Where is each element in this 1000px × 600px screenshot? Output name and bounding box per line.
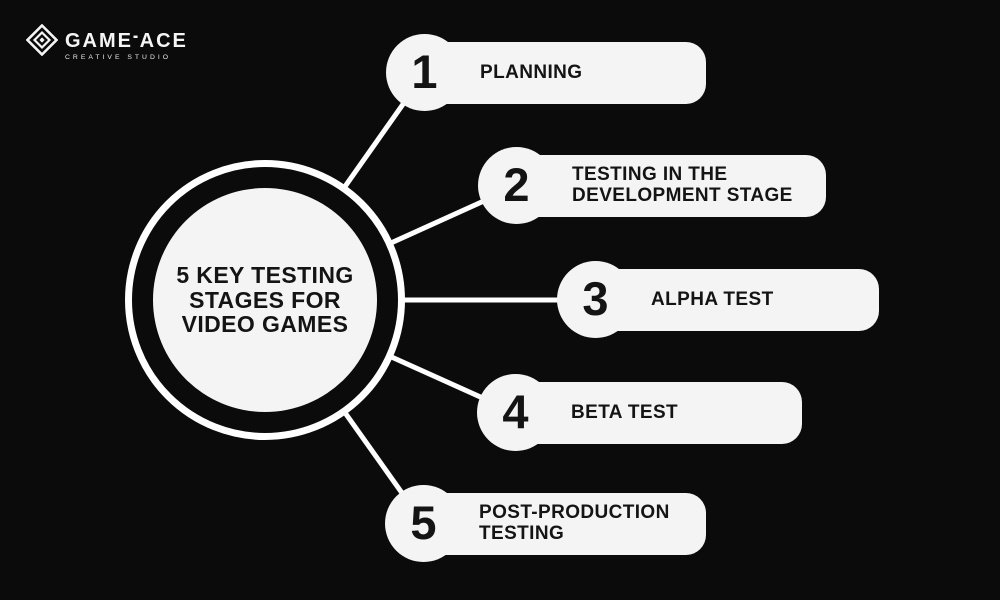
stage-number-circle: 2 [478,147,555,224]
logo-text-block: GAME-ACE CREATIVE STUDIO [65,24,188,61]
stage-number: 5 [410,496,437,549]
stage-label: ALPHA TEST [651,288,774,310]
logo: GAME-ACE CREATIVE STUDIO [26,24,188,61]
hub-inner-circle [153,188,377,412]
stage-bar [587,269,879,331]
stage-label: TESTING IN THE DEVELOPMENT STAGE [572,164,793,206]
stage-number-circle: 5 [385,485,462,562]
stage-bar [416,42,706,104]
nested-diamond-icon [26,24,58,56]
logo-name-right: ACE [139,30,188,52]
stage-bar [415,493,706,555]
stage-bar [508,155,826,217]
logo-tagline: CREATIVE STUDIO [65,54,172,61]
stage-label: PLANNING [480,61,583,83]
stage-bar [507,382,802,444]
logo-name: GAME-ACE [65,26,188,52]
stage-label: BETA TEST [571,401,679,423]
stage-number-circle: 1 [386,34,463,111]
stage-number: 3 [582,272,609,325]
stage-label: POST-PRODUCTION TESTING [479,502,670,544]
stage-number: 4 [502,385,529,438]
logo-dash: - [132,25,140,47]
stage-number: 2 [503,158,530,211]
stage-number-circle: 3 [557,261,634,338]
stage-number: 1 [411,45,438,98]
stage-number-circle: 4 [477,374,554,451]
hub-title: 5 KEY TESTING STAGES FOR VIDEO GAMES [176,262,354,338]
logo-name-left: GAME [65,30,133,52]
